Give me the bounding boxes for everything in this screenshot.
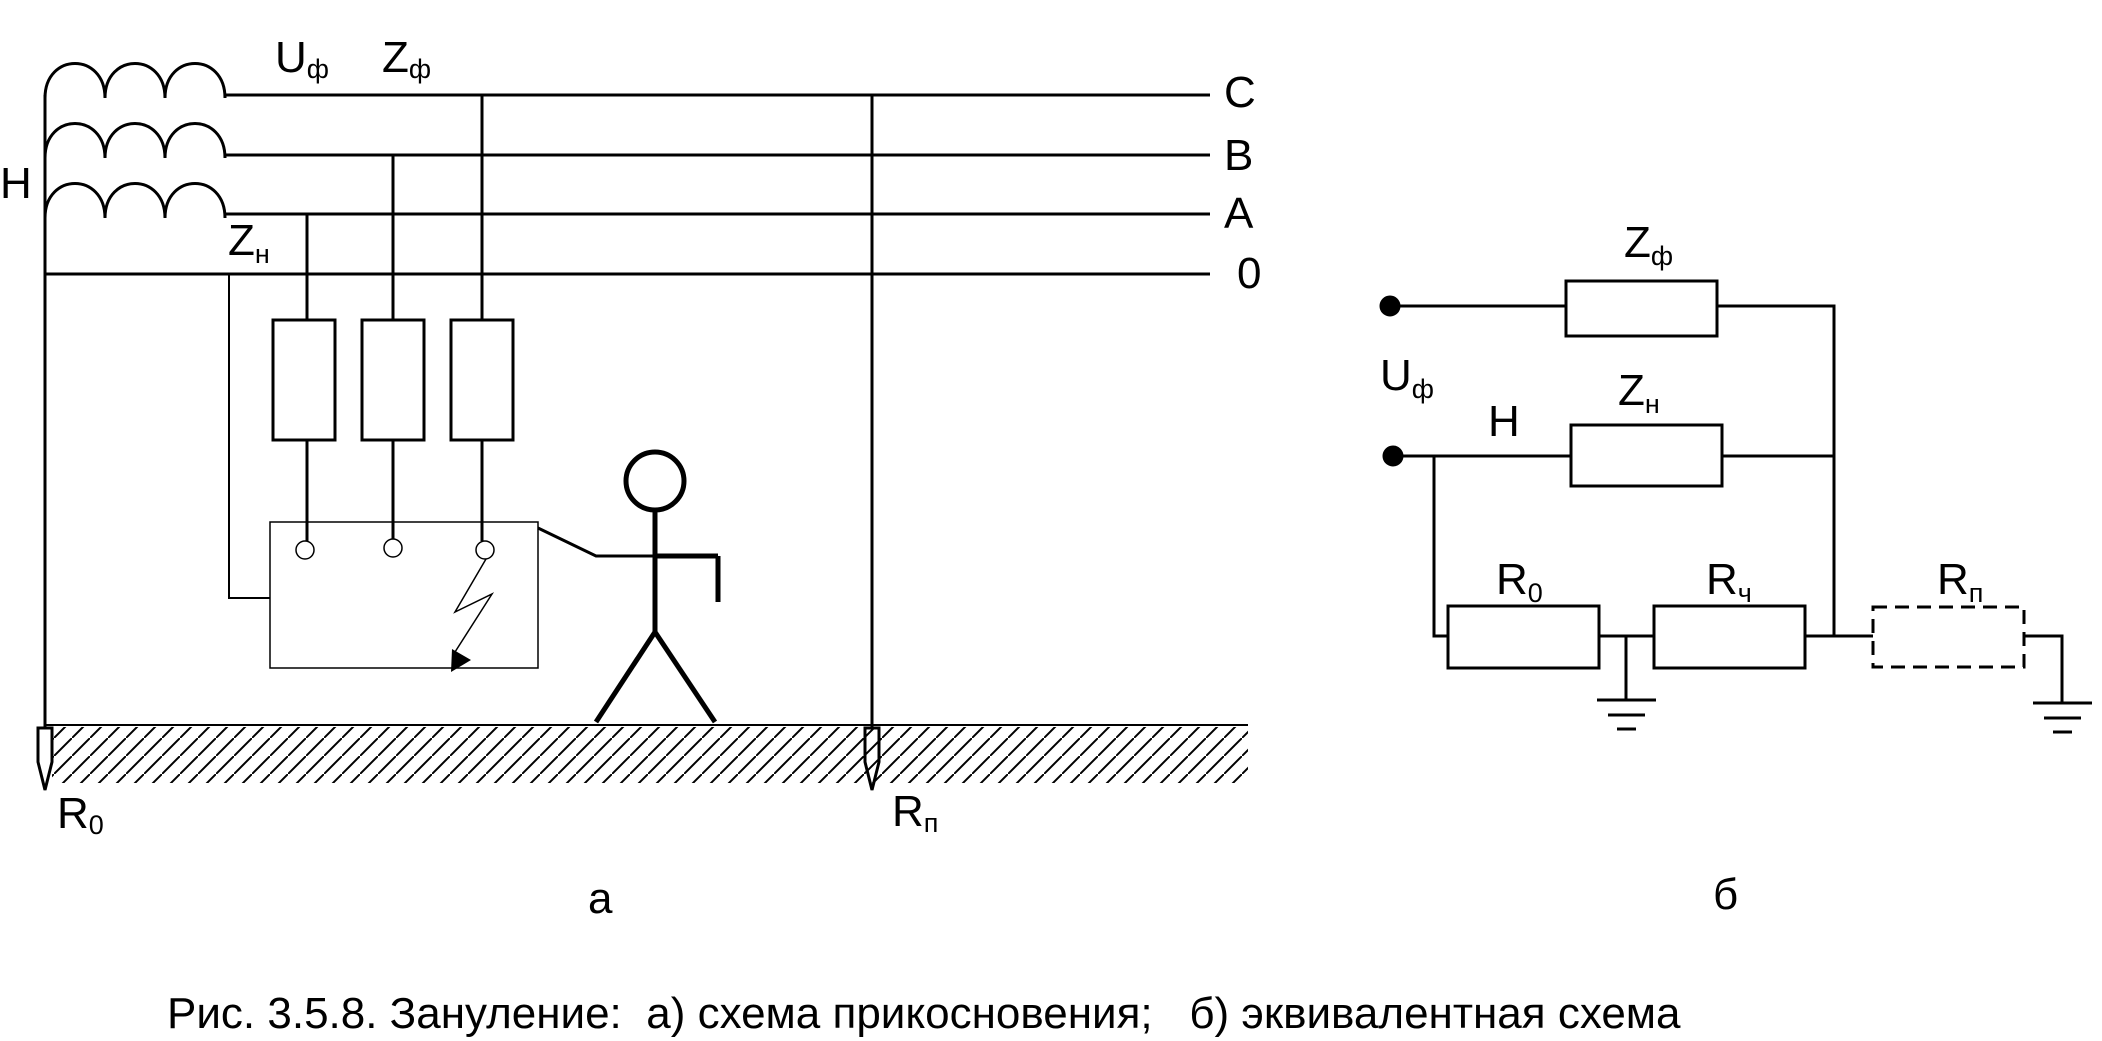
ground-hatching — [52, 727, 1248, 783]
label-line-b: B — [1224, 131, 1253, 180]
person-figure — [593, 449, 721, 724]
label-u-phase: Uф — [1380, 351, 1434, 404]
resistor-r0 — [1446, 604, 1601, 670]
resistor-rp-dashed — [1871, 605, 2026, 669]
diagram-b — [1379, 279, 2092, 734]
label-neutral-b: Н — [1488, 397, 1520, 446]
label-r0: R0 — [57, 789, 104, 840]
fault-lightning — [453, 558, 495, 653]
label-neutral-point: Н — [0, 159, 32, 208]
diagram-a-labels: Н Uф Zф Zн C B A 0 R0 Rп а — [0, 33, 1261, 923]
terminal-c — [475, 540, 495, 560]
fault-arrow-icon — [451, 649, 471, 672]
diagram-a — [36, 62, 1248, 791]
panel-letter-b: б — [1713, 870, 1738, 919]
ground-rod-r0 — [36, 726, 54, 791]
label-rch: Rч — [1706, 555, 1752, 608]
label-neutral-impedance: Zн — [228, 216, 270, 269]
label-r0-b: R0 — [1496, 555, 1543, 608]
resistor-z-phase — [1564, 279, 1719, 338]
touch-line — [537, 526, 655, 558]
neutral-conductor — [228, 274, 270, 599]
label-line-0: 0 — [1237, 249, 1261, 298]
fuse-a — [271, 318, 337, 442]
label-phase-impedance: Zф — [382, 33, 431, 84]
fuse-c — [449, 318, 515, 442]
diagram-b-labels: Zф Uф Н Zн R0 Rч Rп б — [1380, 218, 1983, 919]
label-phase-voltage: Uф — [275, 33, 329, 84]
resistor-z-neutral — [1569, 423, 1724, 488]
figure-caption: Рис. 3.5.8. Зануление: а) схема прикосно… — [167, 989, 1681, 1038]
label-rp: Rп — [892, 787, 938, 838]
panel-letter-a: а — [588, 874, 613, 923]
resistor-rch — [1652, 604, 1807, 670]
label-line-c: C — [1224, 68, 1256, 117]
terminal-b — [383, 538, 403, 558]
label-z-neutral: Zн — [1618, 366, 1660, 419]
equipment-housing — [269, 521, 539, 669]
transformer-windings — [43, 62, 227, 219]
fuse-b — [360, 318, 426, 442]
terminal-a — [295, 540, 315, 560]
label-z-phase: Zф — [1624, 218, 1673, 271]
label-line-a: A — [1224, 189, 1254, 238]
label-rp-b: Rп — [1937, 555, 1983, 608]
